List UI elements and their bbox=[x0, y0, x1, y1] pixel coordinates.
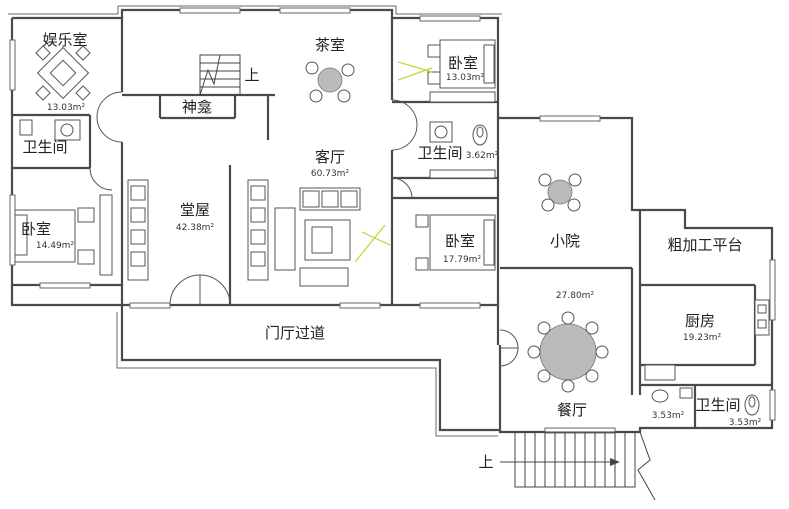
bathroom-mid-area: 3.62m² bbox=[466, 151, 499, 161]
bed-e bbox=[415, 214, 496, 271]
tea-room-label: 茶室 bbox=[315, 36, 345, 54]
rough-platform-label: 粗加工平台 bbox=[667, 236, 742, 254]
bath-se-fixtures bbox=[651, 387, 760, 416]
main-hall-label: 堂屋 bbox=[180, 201, 210, 219]
main-hall-area: 42.38m² bbox=[176, 223, 215, 233]
bathroom-se-area: 3.53m² bbox=[729, 418, 762, 428]
living-room-label: 客厅 bbox=[315, 148, 345, 166]
shrine-label: 神龛 bbox=[182, 98, 212, 116]
inner-stairs bbox=[199, 54, 241, 96]
bedroom-e-label: 卧室 bbox=[445, 232, 475, 250]
bath-mid-fixtures bbox=[429, 121, 496, 179]
outer-stairs-up-label: 上 bbox=[478, 453, 493, 471]
entertainment-table bbox=[35, 45, 91, 101]
inner-stairs-up-label: 上 bbox=[244, 66, 259, 84]
bedroom-ne-area: 13.03m² bbox=[446, 73, 485, 83]
kitchen-area: 19.23m² bbox=[683, 333, 722, 343]
bed-ne bbox=[427, 39, 496, 89]
wardrobe-ne bbox=[429, 91, 496, 103]
bathroom-se-label: 卫生间 bbox=[695, 396, 740, 414]
exterior-walls bbox=[8, 5, 774, 437]
bedroom-w-area: 14.49m² bbox=[36, 241, 75, 251]
courtyard-table bbox=[538, 173, 582, 212]
bed-w bbox=[14, 194, 113, 276]
bedroom-w-label: 卧室 bbox=[21, 220, 51, 238]
windows bbox=[9, 7, 776, 434]
doors bbox=[89, 91, 519, 367]
bathroom-w-label: 卫生间 bbox=[22, 138, 67, 156]
kitchen-counter bbox=[644, 299, 770, 381]
storage-se-area: 3.53m² bbox=[652, 411, 685, 421]
entertainment-room-label: 娱乐室 bbox=[42, 31, 87, 49]
sofa-set bbox=[274, 187, 361, 287]
kitchen-label: 厨房 bbox=[685, 312, 715, 330]
hall-chairs bbox=[127, 179, 269, 281]
bathroom-mid-label: 卫生间 bbox=[417, 144, 462, 162]
dining-room-label: 餐厅 bbox=[557, 401, 587, 419]
bath-w-fixtures bbox=[19, 119, 81, 141]
living-room-area: 60.73m² bbox=[311, 169, 350, 179]
dining-area-value: 27.80m² bbox=[556, 291, 595, 301]
tea-table bbox=[305, 61, 355, 103]
bedroom-e-area: 17.79m² bbox=[443, 255, 482, 265]
outer-stairs bbox=[500, 431, 656, 501]
bedroom-ne-label: 卧室 bbox=[448, 54, 478, 72]
courtyard-label: 小院 bbox=[550, 232, 580, 250]
dining-table bbox=[527, 311, 609, 393]
foyer-corridor-label: 门厅过道 bbox=[265, 324, 325, 342]
entertainment-room-area: 13.03m² bbox=[47, 103, 86, 113]
